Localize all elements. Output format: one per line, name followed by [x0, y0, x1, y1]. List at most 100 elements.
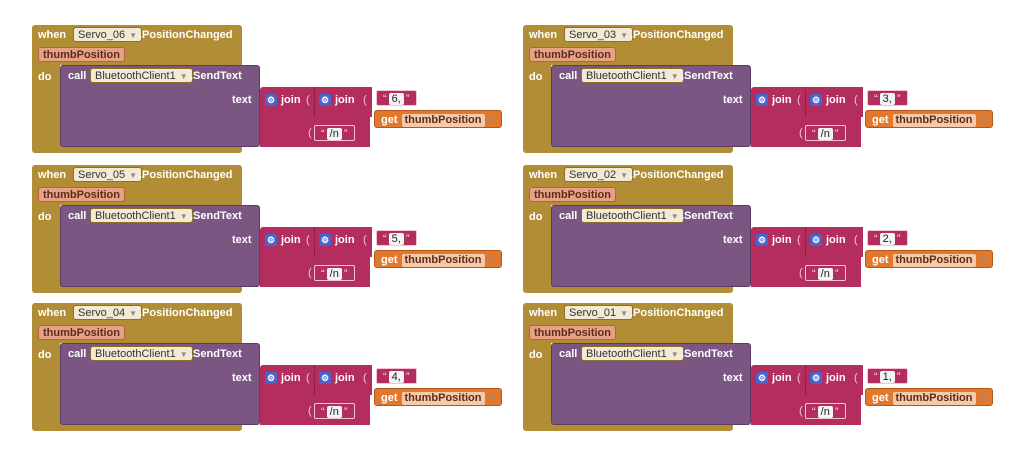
bluetooth-client-name: BluetoothClient1 — [95, 70, 176, 82]
gear-icon[interactable]: ⚙ — [756, 372, 768, 384]
do-label: do — [38, 211, 52, 223]
gear-icon[interactable]: ⚙ — [810, 234, 822, 246]
send-text-method-label: .SendText — [681, 348, 733, 360]
text-argument-label: text — [723, 234, 743, 246]
gear-icon[interactable]: ⚙ — [810, 372, 822, 384]
call-label: call — [68, 70, 87, 82]
servo-number-text-value[interactable]: 2, — [879, 233, 895, 245]
newline-text-literal[interactable]: “/n” — [314, 265, 355, 281]
gear-icon[interactable]: ⚙ — [319, 372, 331, 384]
newline-text-value[interactable]: /n — [817, 406, 833, 418]
when-label: when — [529, 307, 558, 319]
join-socket-paren: ( — [308, 267, 312, 279]
dropdown-arrow-icon: ▼ — [670, 350, 679, 359]
get-label: get — [872, 114, 889, 126]
gear-icon[interactable]: ⚙ — [319, 94, 331, 106]
servo-number-text-value[interactable]: 3, — [879, 93, 895, 105]
position-changed-event-block[interactable]: when Servo_02▼ .PositionChanged thumbPos… — [523, 165, 1003, 305]
bluetooth-client-dropdown[interactable]: BluetoothClient1▼ — [90, 346, 193, 361]
servo-number-text-literal[interactable]: “3,” — [867, 90, 908, 106]
gear-icon[interactable]: ⚙ — [265, 234, 277, 246]
thumb-position-parameter[interactable]: thumbPosition — [529, 325, 616, 340]
servo-component-dropdown[interactable]: Servo_04▼ — [73, 305, 143, 320]
servo-component-dropdown[interactable]: Servo_05▼ — [73, 167, 143, 182]
dropdown-arrow-icon: ▼ — [620, 31, 629, 40]
event-footer — [32, 421, 242, 431]
bluetooth-client-dropdown[interactable]: BluetoothClient1▼ — [581, 208, 684, 223]
event-body — [32, 65, 60, 145]
gear-icon[interactable]: ⚙ — [265, 372, 277, 384]
join-socket-paren: ( — [797, 94, 801, 106]
join-socket-paren: ( — [799, 405, 803, 417]
servo-number-text-value[interactable]: 6, — [388, 93, 404, 105]
newline-text-value[interactable]: /n — [326, 268, 342, 280]
gear-icon[interactable]: ⚙ — [265, 94, 277, 106]
event-body — [523, 343, 551, 423]
dropdown-arrow-icon: ▼ — [620, 171, 629, 180]
newline-text-value[interactable]: /n — [817, 128, 833, 140]
bluetooth-client-dropdown[interactable]: BluetoothClient1▼ — [90, 208, 193, 223]
newline-text-value[interactable]: /n — [817, 268, 833, 280]
position-changed-event-block[interactable]: when Servo_05▼ .PositionChanged thumbPos… — [32, 165, 512, 305]
newline-text-value[interactable]: /n — [326, 128, 342, 140]
send-text-method-label: .SendText — [190, 210, 242, 222]
servo-number-text-literal[interactable]: “4,” — [376, 368, 417, 384]
servo-number-text-literal[interactable]: “5,” — [376, 230, 417, 246]
join-socket-paren: ( — [306, 94, 310, 106]
servo-component-dropdown[interactable]: Servo_06▼ — [73, 27, 143, 42]
gear-icon[interactable]: ⚙ — [756, 234, 768, 246]
thumb-position-parameter[interactable]: thumbPosition — [38, 325, 125, 340]
servo-number-text-literal[interactable]: “1,” — [867, 368, 908, 384]
bluetooth-client-dropdown[interactable]: BluetoothClient1▼ — [90, 68, 193, 83]
dropdown-arrow-icon: ▼ — [978, 116, 987, 125]
servo-component-name: Servo_05 — [78, 169, 126, 181]
newline-text-literal[interactable]: “/n” — [805, 403, 846, 419]
dropdown-arrow-icon: ▼ — [129, 171, 138, 180]
bluetooth-client-dropdown[interactable]: BluetoothClient1▼ — [581, 68, 684, 83]
bluetooth-client-dropdown[interactable]: BluetoothClient1▼ — [581, 346, 684, 361]
servo-number-text-value[interactable]: 1, — [879, 371, 895, 383]
newline-text-value[interactable]: /n — [326, 406, 342, 418]
newline-text-literal[interactable]: “/n” — [805, 265, 846, 281]
thumb-position-parameter[interactable]: thumbPosition — [529, 187, 616, 202]
servo-component-dropdown[interactable]: Servo_03▼ — [564, 27, 634, 42]
position-changed-event-block[interactable]: when Servo_03▼ .PositionChanged thumbPos… — [523, 25, 1003, 165]
gear-icon[interactable]: ⚙ — [319, 234, 331, 246]
event-body — [523, 65, 551, 145]
text-argument-label: text — [232, 234, 252, 246]
gear-icon[interactable]: ⚙ — [756, 94, 768, 106]
newline-text-literal[interactable]: “/n” — [314, 125, 355, 141]
gear-icon[interactable]: ⚙ — [810, 94, 822, 106]
when-label: when — [38, 307, 67, 319]
event-footer — [32, 143, 242, 153]
text-argument-label: text — [723, 372, 743, 384]
servo-number-text-value[interactable]: 4, — [388, 371, 404, 383]
thumb-position-parameter[interactable]: thumbPosition — [38, 47, 125, 62]
get-label: get — [381, 114, 398, 126]
servo-component-dropdown[interactable]: Servo_01▼ — [564, 305, 634, 320]
thumb-position-parameter[interactable]: thumbPosition — [38, 187, 125, 202]
servo-component-dropdown[interactable]: Servo_02▼ — [564, 167, 634, 182]
servo-number-text-literal[interactable]: “6,” — [376, 90, 417, 106]
position-changed-event-block[interactable]: when Servo_06▼ .PositionChanged thumbPos… — [32, 25, 512, 165]
send-text-method-label: .SendText — [681, 70, 733, 82]
position-changed-event-block[interactable]: when Servo_01▼ .PositionChanged thumbPos… — [523, 303, 1003, 443]
do-label: do — [529, 349, 543, 361]
inner-join-block[interactable] — [314, 227, 372, 257]
newline-text-literal[interactable]: “/n” — [805, 125, 846, 141]
thumb-position-parameter[interactable]: thumbPosition — [529, 47, 616, 62]
do-label: do — [529, 211, 543, 223]
send-text-method-label: .SendText — [190, 70, 242, 82]
join-label: join — [281, 94, 301, 106]
servo-number-text-value[interactable]: 5, — [388, 233, 404, 245]
newline-text-literal[interactable]: “/n” — [314, 403, 355, 419]
bluetooth-client-name: BluetoothClient1 — [586, 210, 667, 222]
position-changed-event-block[interactable]: when Servo_04▼ .PositionChanged thumbPos… — [32, 303, 512, 443]
servo-number-text-literal[interactable]: “2,” — [867, 230, 908, 246]
